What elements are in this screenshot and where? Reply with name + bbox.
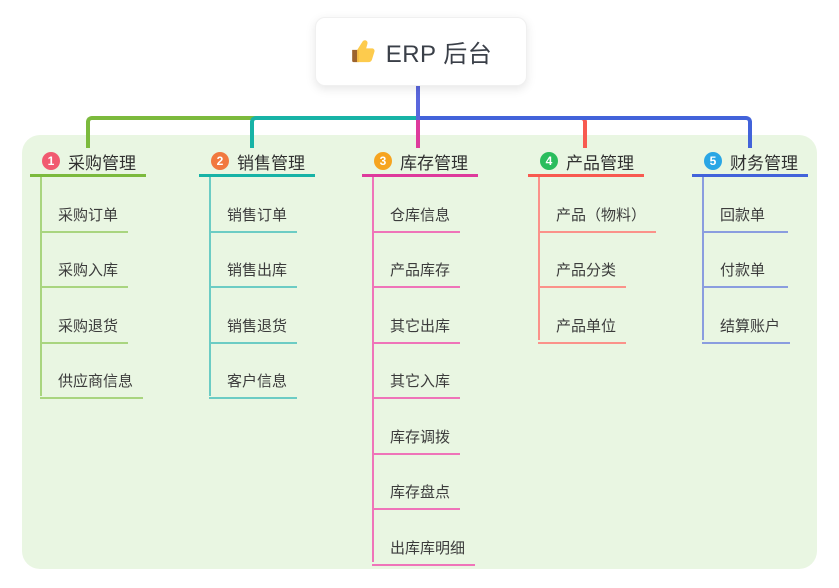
connector-branch-2 (250, 116, 419, 148)
branch-finance: 5 财务管理 回款单 付款单 结算账户 (692, 148, 808, 344)
child-connector-line (40, 177, 42, 396)
child-node[interactable]: 采购入库 (40, 233, 129, 288)
branch-title-purchasing[interactable]: 1 采购管理 (30, 148, 146, 177)
branch-label: 财务管理 (730, 153, 798, 173)
child-connector-line (538, 177, 540, 340)
child-connector-line (372, 177, 374, 562)
branch-children: 采购订单 采购入库 采购退货 供应商信息 (40, 177, 146, 399)
branch-number-badge: 2 (211, 152, 229, 170)
branch-label: 库存管理 (400, 153, 468, 173)
child-connector-line (209, 177, 211, 396)
branch-label: 采购管理 (68, 153, 136, 173)
child-node[interactable]: 库存盘点 (372, 455, 461, 510)
child-node[interactable]: 采购退货 (40, 288, 129, 344)
child-node[interactable]: 销售订单 (209, 177, 298, 233)
child-node[interactable]: 结算账户 (702, 288, 791, 344)
branch-children: 销售订单 销售出库 销售退货 客户信息 (209, 177, 315, 399)
branch-purchasing: 1 采购管理 采购订单 采购入库 采购退货 供应商信息 (30, 148, 146, 399)
branch-number-badge: 1 (42, 152, 60, 170)
child-node[interactable]: 销售退货 (209, 288, 298, 344)
child-node[interactable]: 供应商信息 (40, 344, 144, 399)
branch-inventory: 3 库存管理 仓库信息 产品库存 其它出库 其它入库 库存调拨 库存盘点 出库库… (362, 148, 478, 566)
branch-title-finance[interactable]: 5 财务管理 (692, 148, 808, 177)
child-connector-line (702, 177, 704, 340)
child-node[interactable]: 付款单 (702, 233, 788, 288)
child-node[interactable]: 回款单 (702, 177, 788, 233)
background-panel (22, 135, 817, 569)
thumbs-up-icon (350, 39, 376, 65)
root-node[interactable]: ERP 后台 (315, 17, 527, 86)
branch-title-sales[interactable]: 2 销售管理 (199, 148, 315, 177)
branch-children: 仓库信息 产品库存 其它出库 其它入库 库存调拨 库存盘点 出库库明细 (372, 177, 478, 566)
connector-branch-3 (416, 120, 420, 148)
branch-sales: 2 销售管理 销售订单 销售出库 销售退货 客户信息 (199, 148, 315, 399)
child-node[interactable]: 仓库信息 (372, 177, 461, 233)
root-label: ERP 后台 (385, 41, 493, 68)
child-node[interactable]: 客户信息 (209, 344, 298, 399)
branch-label: 产品管理 (566, 153, 634, 173)
child-node[interactable]: 产品分类 (538, 233, 627, 288)
branch-children: 回款单 付款单 结算账户 (702, 177, 808, 344)
branch-children: 产品（物料） 产品分类 产品单位 (538, 177, 657, 344)
child-node[interactable]: 出库库明细 (372, 510, 476, 566)
branch-number-badge: 4 (540, 152, 558, 170)
branch-products: 4 产品管理 产品（物料） 产品分类 产品单位 (528, 148, 657, 344)
branch-number-badge: 5 (704, 152, 722, 170)
child-node[interactable]: 采购订单 (40, 177, 129, 233)
branch-title-inventory[interactable]: 3 库存管理 (362, 148, 478, 177)
child-node[interactable]: 销售出库 (209, 233, 298, 288)
connector-trunk (416, 84, 420, 120)
child-node[interactable]: 其它入库 (372, 344, 461, 399)
branch-label: 销售管理 (237, 153, 305, 173)
branch-title-products[interactable]: 4 产品管理 (528, 148, 644, 177)
branch-number-badge: 3 (374, 152, 392, 170)
child-node[interactable]: 产品（物料） (538, 177, 657, 233)
connector-branch-5 (419, 116, 752, 148)
child-node[interactable]: 库存调拨 (372, 399, 461, 455)
child-node[interactable]: 产品库存 (372, 233, 461, 288)
child-node[interactable]: 其它出库 (372, 288, 461, 344)
child-node[interactable]: 产品单位 (538, 288, 627, 344)
